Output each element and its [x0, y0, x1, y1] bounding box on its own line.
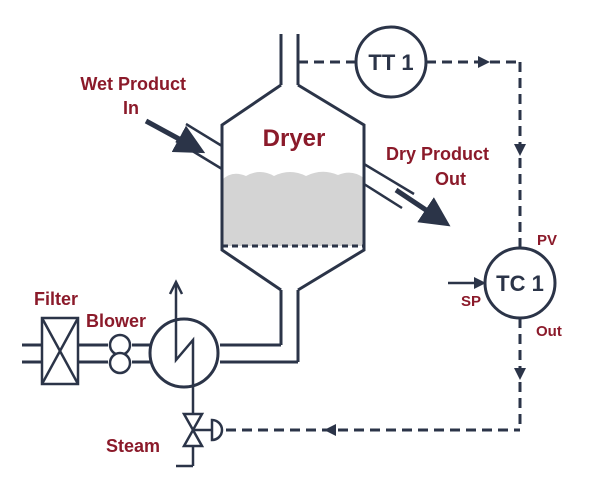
dry-product-label-line1: Dry Product	[386, 144, 489, 164]
blower-label: Blower	[86, 311, 146, 331]
wet-product-label-line1: Wet Product	[80, 74, 186, 94]
sp-label: SP	[461, 293, 481, 310]
air-inlet-line	[22, 343, 150, 364]
dryer-vessel	[220, 83, 366, 292]
dryer-exhaust-pipe	[279, 34, 300, 85]
dry-product-label-line2: Out	[435, 169, 466, 189]
wet-product-label-line2: In	[123, 98, 139, 118]
hot-air-duct	[220, 290, 300, 364]
tt1-instrument: TT 1	[354, 25, 428, 99]
filter-label: Filter	[34, 289, 78, 309]
dry-product-arrow	[394, 187, 451, 227]
wet-product-inlet	[144, 118, 223, 171]
tc1-label: TC 1	[496, 271, 544, 296]
heat-exchanger-symbol	[148, 279, 220, 420]
product-fill	[222, 171, 364, 246]
signal-lines	[226, 56, 526, 436]
wet-product-arrow	[144, 118, 206, 154]
dryer-label: Dryer	[263, 125, 326, 152]
dry-product-outlet	[363, 162, 451, 227]
pv-label: PV	[537, 232, 557, 249]
tt1-label: TT 1	[368, 50, 413, 75]
out-label: Out	[536, 323, 562, 340]
steam-label: Steam	[106, 436, 160, 456]
tc1-instrument: TC 1	[483, 246, 557, 320]
steam-control-valve	[181, 412, 224, 448]
blower-symbol	[108, 333, 132, 375]
filter-symbol	[40, 316, 80, 386]
